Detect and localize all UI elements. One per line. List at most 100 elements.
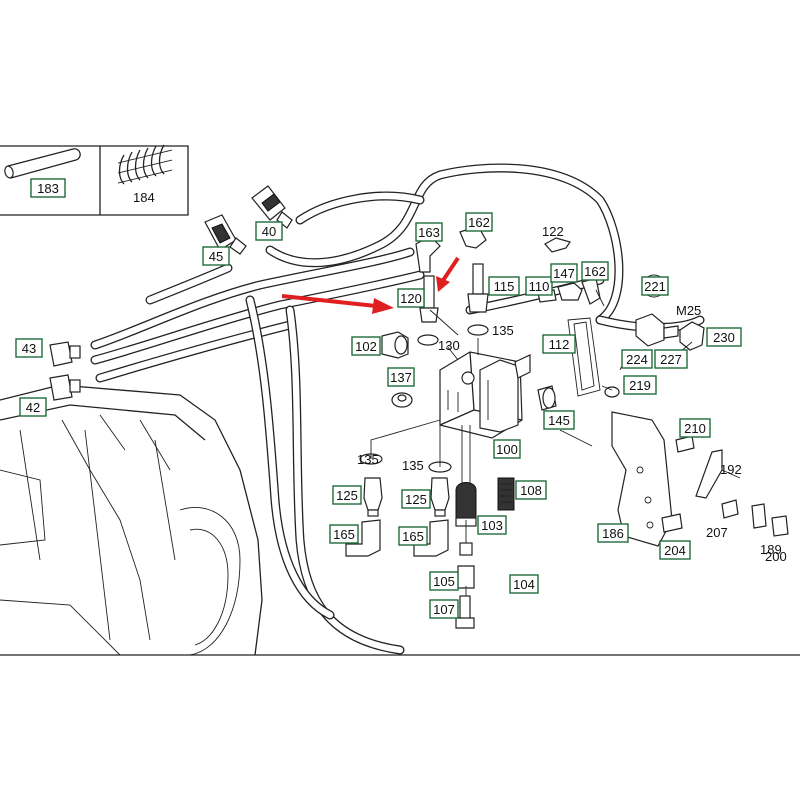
callout-text: 104 [513,577,535,592]
callout-text: 162 [584,264,606,279]
callout-text: 100 [496,442,518,457]
callout-224: 224 [621,349,653,369]
callout-text: 120 [400,291,422,306]
elbow-165-left [345,519,381,557]
callout-text: 230 [713,330,735,345]
plain-label-135: 135 [492,323,514,338]
callout-165: 165 [398,526,428,546]
callout-text: 125 [405,492,427,507]
filter-108 [497,477,515,511]
callout-text: 125 [336,488,358,503]
callout-text: 204 [664,543,686,558]
bracket-192 [695,449,723,499]
inset-panel [0,145,189,216]
callout-text: 112 [549,337,570,352]
callout-text: 227 [660,352,682,367]
callout-183: 183 [30,178,66,198]
callout-text: 110 [529,279,550,294]
callout-100: 100 [493,439,521,459]
bolts-204-210-207 [661,435,739,533]
plain-label-122: 122 [542,224,564,239]
callout-text: 219 [629,378,651,393]
callout-text: 224 [626,352,648,367]
connector-45 [204,214,247,255]
washer-219 [604,386,620,398]
gasket-112 [567,317,601,397]
part-230 [679,321,705,351]
plain-label-135: 135 [357,452,379,467]
injector-125-right [430,477,450,517]
sensor-145 [537,385,557,411]
callout-120: 120 [397,288,425,308]
callout-162: 162 [465,212,493,232]
callout-210: 210 [679,418,711,438]
callout-219: 219 [623,375,657,395]
callout-163: 163 [415,222,443,242]
injector-125-left [363,477,383,517]
bracket-186 [611,411,673,547]
fittings-105-107 [455,542,475,629]
callout-115: 115 [488,276,520,296]
connector-42 [49,374,81,401]
callout-text: 210 [684,421,706,436]
connector-43 [49,341,81,367]
callout-text: 183 [37,181,59,196]
callout-text: 102 [355,339,377,354]
callout-112: 112 [542,334,576,354]
plain-label-192: 192 [720,462,742,477]
callout-42: 42 [19,397,47,417]
callout-230: 230 [706,327,742,347]
callout-102: 102 [351,336,381,356]
fitting-120 [419,275,439,323]
callout-text: 147 [553,266,575,281]
callout-162: 162 [581,261,609,281]
callout-text: 165 [333,527,355,542]
callout-165: 165 [329,524,359,544]
callout-text: 103 [481,518,503,533]
callout-147: 147 [550,263,578,283]
callout-text: 145 [548,413,570,428]
callout-text: 40 [262,224,276,239]
spring-184 [117,144,173,185]
fitting-115 [467,263,489,313]
callout-text: 137 [390,370,412,385]
callout-text: 186 [602,526,624,541]
callout-43: 43 [15,338,43,358]
callout-108: 108 [515,480,547,500]
callout-137: 137 [387,367,415,387]
plain-label-207: 207 [706,525,728,540]
callout-text: 115 [494,279,515,294]
hose-piece-183 [4,148,81,179]
fitting-147 [557,282,583,301]
plain-label-130: 130 [438,338,460,353]
callout-text: 108 [520,483,542,498]
part-221-224 [635,274,679,347]
clips-189-200 [751,503,789,537]
callout-text: 107 [433,602,455,617]
callout-145: 145 [543,410,575,430]
fitting-122 [544,237,571,253]
callout-text: 43 [22,341,36,356]
highlight-arrows [281,256,460,314]
callout-186: 186 [597,523,629,543]
callout-227: 227 [654,349,688,369]
callout-104: 104 [509,574,539,594]
washer-137 [391,392,413,408]
callout-125: 125 [401,489,431,509]
callout-107: 107 [429,599,459,619]
plain-label-200: 200 [765,549,787,564]
callout-text: 221 [644,279,666,294]
callout-103: 103 [477,515,507,535]
plain-label-189: 189 [760,542,782,557]
callout-40: 40 [255,221,283,241]
callout-125: 125 [332,485,362,505]
callout-204: 204 [659,540,691,560]
callout-105: 105 [429,571,459,591]
valve-assembly [439,351,531,505]
fitting-102 [381,331,409,359]
plain-label-M25: M25 [676,303,701,318]
callout-221: 221 [641,276,669,296]
callout-text: 165 [402,529,424,544]
